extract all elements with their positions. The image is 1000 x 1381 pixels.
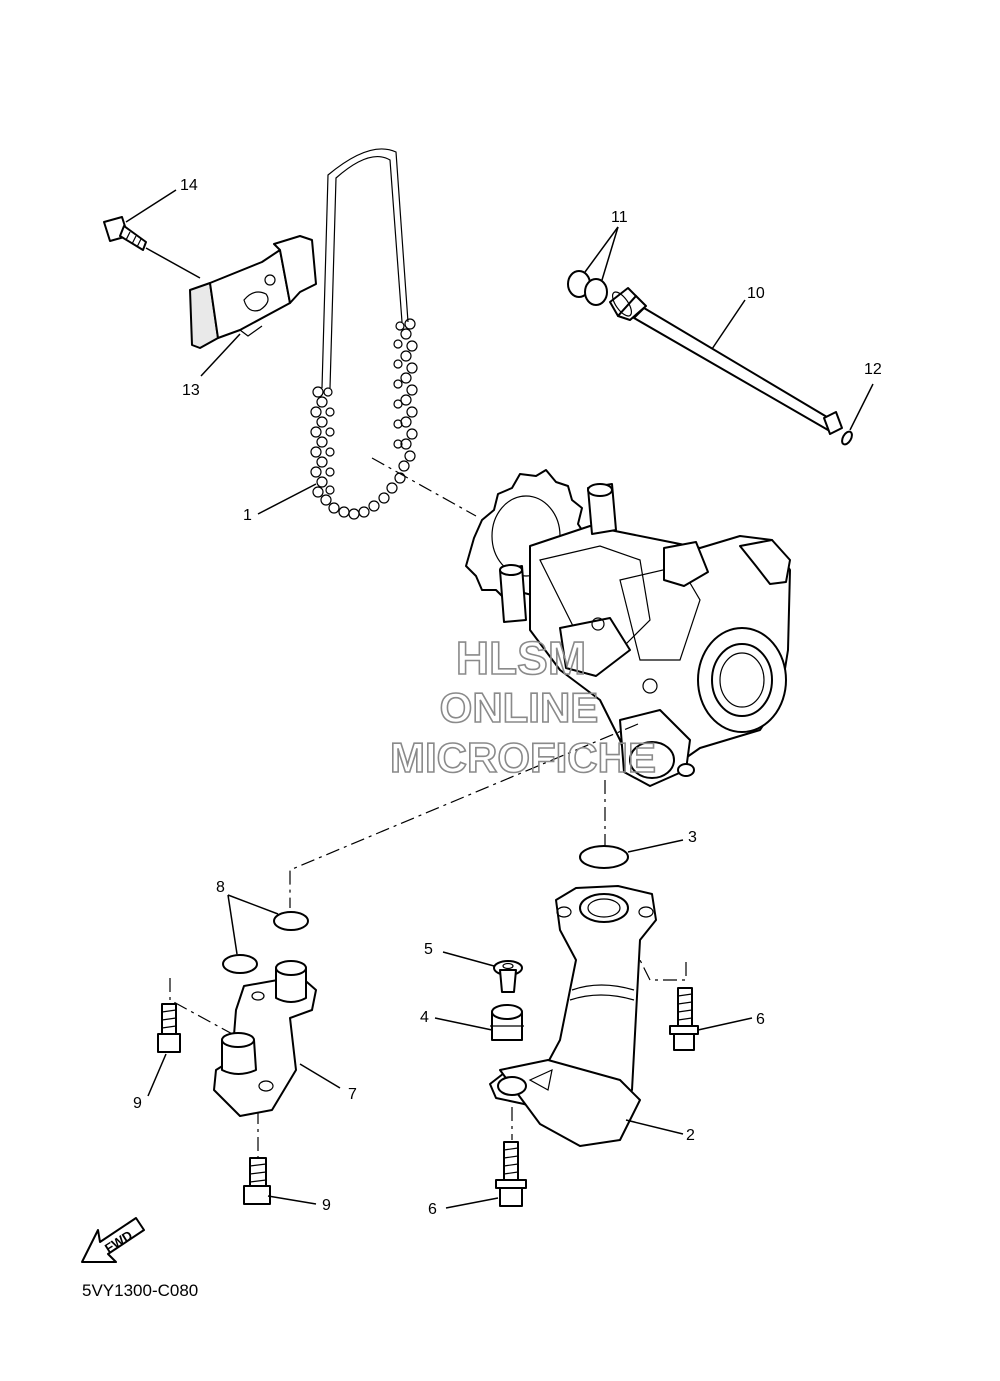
leader-8a xyxy=(227,894,279,915)
leader-3 xyxy=(627,839,684,853)
leader-11b xyxy=(601,226,619,281)
leader-11a xyxy=(584,226,619,273)
callout-13[interactable]: 13 xyxy=(182,382,200,399)
oil-pump-assembly xyxy=(465,469,791,787)
watermark-line-2: ONLINE xyxy=(440,684,599,731)
callout-1[interactable]: 1 xyxy=(243,507,252,524)
axis-bolt-9 xyxy=(169,978,237,1037)
part-1-chain[interactable] xyxy=(310,148,418,520)
callout-5[interactable]: 5 xyxy=(424,941,433,958)
part-7-pipe[interactable] xyxy=(213,960,317,1117)
part-4-collar[interactable] xyxy=(490,1004,524,1041)
part-9-bolt-upper[interactable] xyxy=(157,1003,181,1053)
callout-10[interactable]: 10 xyxy=(747,285,765,302)
axis-chain-to-sprocket xyxy=(371,457,477,517)
leader-2 xyxy=(625,1119,684,1135)
fwd-arrow-icon: FWD xyxy=(81,1217,145,1263)
watermark-line-1: HLSM xyxy=(456,632,586,684)
part-11-o-rings[interactable] xyxy=(567,270,608,306)
leader-12 xyxy=(849,383,874,431)
part-12-clip[interactable] xyxy=(840,430,854,446)
part-6-bolt-right[interactable] xyxy=(669,987,699,1051)
part-2-strainer[interactable] xyxy=(489,885,657,1147)
watermark-line-3: MICROFICHE xyxy=(390,734,656,781)
part-10-shaft[interactable] xyxy=(609,287,843,435)
leader-4 xyxy=(434,1017,493,1031)
callout-9-lower[interactable]: 9 xyxy=(322,1197,331,1214)
callout-9-upper[interactable]: 9 xyxy=(133,1095,142,1112)
leader-8b xyxy=(227,894,238,955)
part-14-bolt[interactable] xyxy=(103,216,201,279)
axis-bolt-6 xyxy=(639,959,687,981)
part-13-chain-guide[interactable] xyxy=(189,235,317,349)
watermark: HLSM ONLINE MICROFICHE xyxy=(389,631,657,782)
leader-13 xyxy=(200,333,241,377)
leader-5 xyxy=(442,951,495,967)
part-8-o-rings[interactable] xyxy=(222,911,309,974)
part-9-bolt-lower[interactable] xyxy=(243,1157,271,1205)
leader-1 xyxy=(257,483,317,515)
callout-6-right[interactable]: 6 xyxy=(756,1011,765,1028)
leader-14 xyxy=(125,189,177,223)
leader-6a xyxy=(697,1017,753,1031)
leader-10 xyxy=(711,299,746,350)
leader-9b xyxy=(267,1195,317,1205)
callout-6-lower[interactable]: 6 xyxy=(428,1201,437,1218)
callout-4[interactable]: 4 xyxy=(420,1009,429,1026)
part-5-damper[interactable] xyxy=(493,960,523,993)
callout-8[interactable]: 8 xyxy=(216,879,225,896)
leader-6b xyxy=(445,1197,499,1209)
diagram-code: 5VY1300-C080 xyxy=(82,1281,198,1300)
part-3-o-ring[interactable] xyxy=(579,845,629,869)
callout-12[interactable]: 12 xyxy=(864,361,882,378)
callout-14[interactable]: 14 xyxy=(180,177,198,194)
callout-2[interactable]: 2 xyxy=(686,1127,695,1144)
leader-9a xyxy=(147,1053,167,1097)
callout-11[interactable]: 11 xyxy=(611,209,628,226)
callout-3[interactable]: 3 xyxy=(688,829,697,846)
callout-7[interactable]: 7 xyxy=(348,1086,357,1103)
part-6-bolt-lower[interactable] xyxy=(495,1141,527,1207)
leader-7 xyxy=(299,1063,341,1089)
